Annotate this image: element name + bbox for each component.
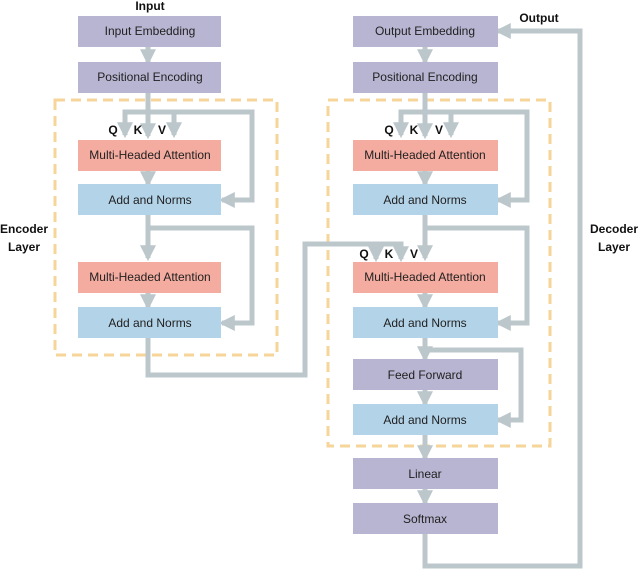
encoder-v-label: V	[158, 123, 166, 137]
decoder-v1-label: V	[435, 123, 443, 137]
decoder-add-norms-1-label: Add and Norms	[383, 193, 466, 207]
encoder-attention-block	[78, 140, 221, 171]
linear-block	[353, 458, 498, 489]
decoder-layer-label-line2: Layer	[598, 240, 630, 254]
softmax-label: Softmax	[403, 512, 447, 526]
encoder-attention-label: Multi-Headed Attention	[89, 148, 210, 162]
decoder-k2-label: K	[385, 247, 394, 261]
decoder-masked-attention-block	[353, 140, 498, 171]
decoder-add-norms-3-label: Add and Norms	[383, 413, 466, 427]
feed-forward-label: Feed Forward	[388, 368, 463, 382]
decoder-add-norms-2-block	[353, 307, 498, 338]
feed-forward-block	[353, 359, 498, 390]
encoder-attention-2-block	[78, 262, 221, 293]
encoder-attention-2-label: Multi-Headed Attention	[89, 270, 210, 284]
input-embedding-label: Input Embedding	[105, 24, 196, 38]
input-embedding-block	[78, 16, 221, 47]
encoder-q-label: Q	[108, 123, 117, 137]
output-embedding-label: Output Embedding	[375, 24, 475, 38]
encoder-layer-label-line2: Layer	[8, 240, 40, 254]
encoder-layer-label-line1: Encoder	[0, 222, 48, 236]
decoder-q2-label: Q	[359, 247, 368, 261]
decoder-cross-attention-block	[353, 262, 498, 293]
decoder-positional-encoding-block	[353, 62, 498, 93]
encoder-add-norms-2-label: Add and Norms	[108, 316, 191, 330]
encoder-k-label: K	[134, 123, 143, 137]
encoder-positional-encoding-label: Positional Encoding	[97, 70, 202, 84]
decoder-layer-frame	[326, 98, 552, 448]
linear-label: Linear	[408, 467, 441, 481]
decoder-add-norms-1-block	[353, 184, 498, 215]
encoder-add-norms-2-block	[78, 307, 221, 338]
decoder-positional-encoding-label: Positional Encoding	[372, 70, 477, 84]
decoder-cross-attention-label: Multi-Headed Attention	[364, 270, 485, 284]
decoder-v2-label: V	[410, 247, 418, 261]
decoder-q1-label: Q	[384, 123, 393, 137]
decoder-layer-label-line1: Decoder	[590, 222, 638, 236]
connectors	[116, 22, 583, 569]
encoder-add-norms-1-label: Add and Norms	[108, 193, 191, 207]
input-heading: Input	[135, 0, 164, 13]
encoder-add-norms-1-block	[78, 184, 221, 215]
decoder-add-norms-2-label: Add and Norms	[383, 316, 466, 330]
softmax-block	[353, 503, 498, 534]
decoder-k1-label: K	[410, 123, 419, 137]
encoder-positional-encoding-block	[78, 62, 221, 93]
decoder-masked-attention-label: Multi-Headed Attention	[364, 148, 485, 162]
output-embedding-block	[353, 16, 498, 47]
decoder-add-norms-3-block	[353, 404, 498, 435]
output-heading: Output	[519, 11, 558, 25]
